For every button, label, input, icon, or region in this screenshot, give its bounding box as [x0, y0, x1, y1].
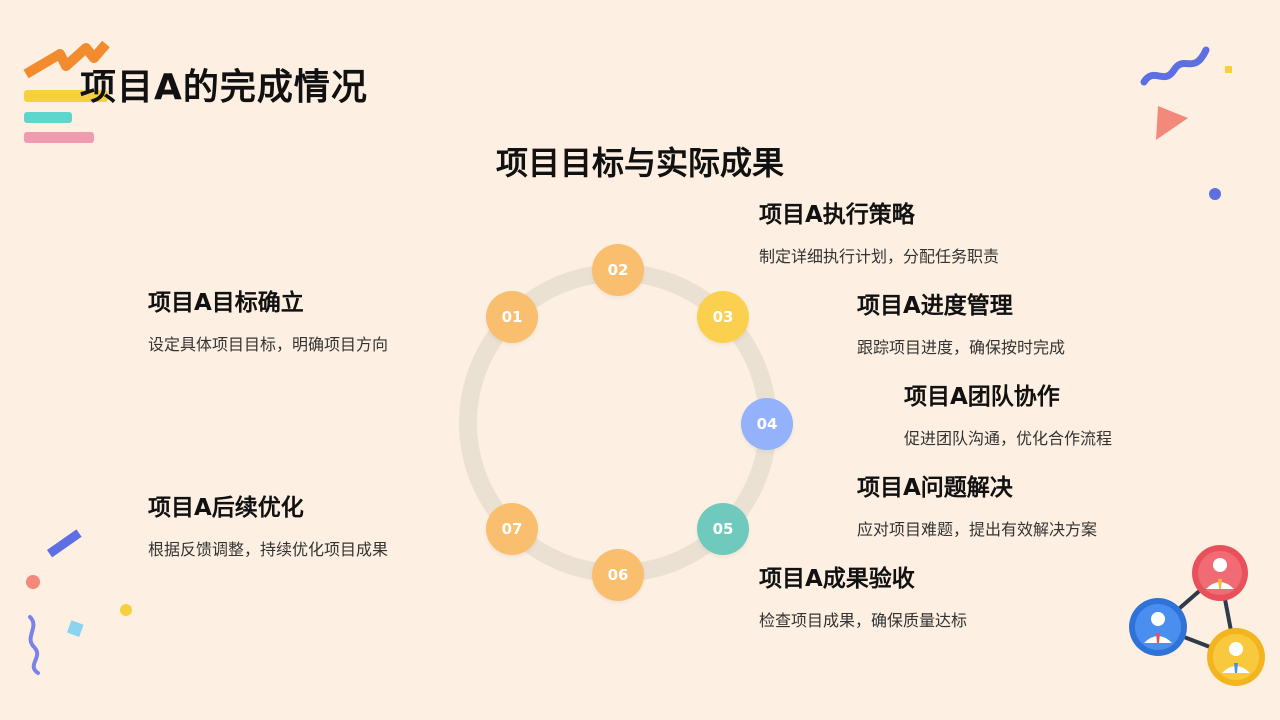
step-label-03: 项目A进度管理 跟踪项目进度，确保按时完成 — [857, 286, 1065, 358]
step-title: 项目A目标确立 — [148, 283, 388, 317]
step-label-05: 项目A问题解决 应对项目难题，提出有效解决方案 — [857, 468, 1097, 540]
step-description: 根据反馈调整，持续优化项目成果 — [148, 536, 388, 560]
step-node-05: 05 — [697, 503, 749, 555]
step-label-01: 项目A目标确立 设定具体项目目标，明确项目方向 — [148, 283, 388, 355]
step-description: 促进团队沟通，优化合作流程 — [904, 425, 1112, 449]
step-node-01: 01 — [486, 291, 538, 343]
step-title: 项目A进度管理 — [857, 286, 1065, 320]
step-label-07: 项目A后续优化 根据反馈调整，持续优化项目成果 — [148, 488, 388, 560]
step-description: 应对项目难题，提出有效解决方案 — [857, 516, 1097, 540]
step-description: 制定详细执行计划，分配任务职责 — [759, 243, 999, 267]
step-title: 项目A成果验收 — [759, 559, 967, 593]
step-title: 项目A问题解决 — [857, 468, 1097, 502]
step-node-06: 06 — [592, 549, 644, 601]
step-description: 跟踪项目进度，确保按时完成 — [857, 334, 1065, 358]
step-label-06: 项目A成果验收 检查项目成果，确保质量达标 — [759, 559, 967, 631]
step-node-04: 04 — [741, 398, 793, 450]
step-title: 项目A团队协作 — [904, 377, 1112, 411]
step-node-07: 07 — [486, 503, 538, 555]
step-label-02: 项目A执行策略 制定详细执行计划，分配任务职责 — [759, 195, 999, 267]
step-node-02: 02 — [592, 244, 644, 296]
step-node-03: 03 — [697, 291, 749, 343]
step-title: 项目A执行策略 — [759, 195, 999, 229]
step-description: 检查项目成果，确保质量达标 — [759, 607, 967, 631]
step-label-04: 项目A团队协作 促进团队沟通，优化合作流程 — [904, 377, 1112, 449]
step-title: 项目A后续优化 — [148, 488, 388, 522]
step-description: 设定具体项目目标，明确项目方向 — [148, 331, 388, 355]
